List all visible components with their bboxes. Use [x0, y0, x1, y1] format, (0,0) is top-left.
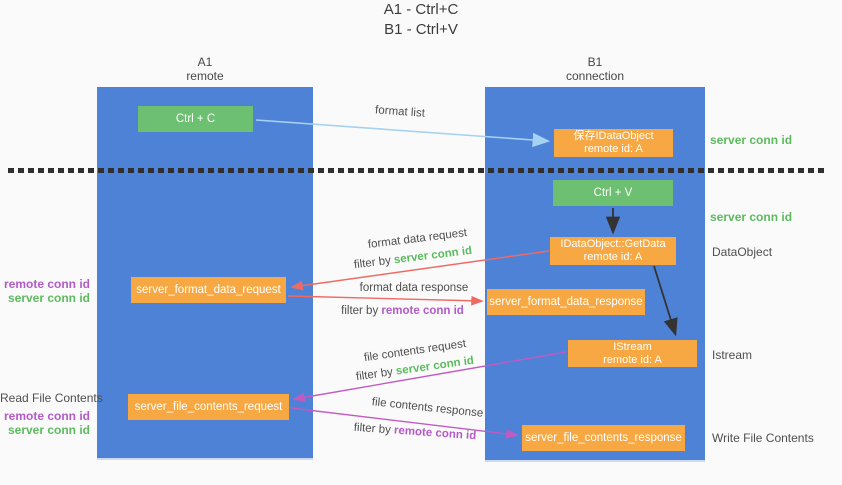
- label-format-list: format list: [374, 104, 426, 120]
- node-idataobject-getdata-line2: remote id: A: [583, 251, 643, 263]
- node-idataobject-getdata-line1: IDataObject::GetData: [560, 238, 666, 250]
- label-istream: Istream: [712, 348, 753, 362]
- node-ctrl-v-label: Ctrl + V: [593, 187, 633, 199]
- node-ctrl-c: Ctrl + C: [138, 106, 253, 132]
- lane-a1-subtitle: remote: [186, 69, 224, 83]
- label-format-data-response: format data response: [359, 282, 469, 294]
- node-save-idataobject: 保存IDataObject remote id: A: [554, 129, 673, 157]
- node-server-file-contents-request-label: server_file_contents_request: [134, 401, 283, 413]
- label-conn-ids-left-2: remote conn id server conn id: [0, 409, 90, 437]
- label-filter-by-server-2-value: server conn id: [395, 354, 475, 378]
- arrow-format-data-response: [287, 295, 484, 306]
- node-server-format-data-request-label: server_format_data_request: [136, 284, 281, 296]
- lane-b1-subtitle: connection: [565, 69, 625, 83]
- label-filter-by-server-2-prefix: filter by: [355, 365, 397, 384]
- node-ctrl-v: Ctrl + V: [553, 180, 673, 206]
- lane-b1-title: B1: [587, 55, 603, 69]
- node-server-format-data-response: server_format_data_response: [487, 289, 645, 315]
- label-file-contents-response: file contents response: [371, 396, 484, 420]
- lane-a1-title: A1: [197, 55, 213, 69]
- label-filter-by-remote-2: filter by remote conn id: [345, 421, 485, 443]
- label-filter-by-server-1-value: server conn id: [393, 244, 473, 267]
- node-server-format-data-request: server_format_data_request: [131, 277, 286, 303]
- title-line-1: A1 - Ctrl+C: [383, 1, 459, 18]
- label-filter-by-remote-2-value: remote conn id: [393, 424, 477, 443]
- node-idataobject-getdata: IDataObject::GetData remote id: A: [550, 237, 676, 265]
- label-server-conn-id-left-1: server conn id: [7, 290, 90, 305]
- label-filter-by-server-1-prefix: filter by: [353, 254, 395, 272]
- dotted-separator: [8, 168, 826, 173]
- lane-a1-header: A1 remote: [97, 55, 313, 83]
- title-line-2: B1 - Ctrl+V: [384, 21, 458, 38]
- diagram-title: A1 - Ctrl+C B1 - Ctrl+V: [0, 0, 842, 40]
- label-conn-ids-left-1: remote conn id server conn id: [0, 277, 90, 305]
- node-istream: IStream remote id: A: [568, 340, 697, 367]
- node-server-file-contents-response-label: server_file_contents_response: [525, 432, 682, 444]
- node-ctrl-c-label: Ctrl + C: [175, 113, 216, 125]
- label-filter-by-remote-1-prefix: filter by: [341, 305, 382, 317]
- label-dataobject: DataObject: [712, 245, 773, 259]
- node-save-idataobject-line2: remote id: A: [584, 143, 643, 155]
- label-read-file-contents: Read File Contents: [0, 391, 103, 405]
- label-filter-by-remote-1: filter by remote conn id: [335, 305, 470, 317]
- label-server-conn-id-mid: server conn id: [710, 210, 793, 224]
- label-filter-by-remote-1-value: remote conn id: [381, 305, 464, 317]
- label-filter-by-remote-2-prefix: filter by: [353, 421, 395, 437]
- node-save-idataobject-line1: 保存IDataObject: [573, 130, 654, 142]
- node-istream-line1: IStream: [613, 340, 652, 353]
- node-server-file-contents-response: server_file_contents_response: [522, 425, 685, 451]
- label-remote-conn-id-1: remote conn id: [3, 277, 90, 291]
- label-server-conn-id-top: server conn id: [710, 133, 793, 147]
- node-istream-line2: remote id: A: [603, 353, 662, 366]
- label-remote-conn-id-2: remote conn id: [3, 409, 90, 423]
- node-server-format-data-response-label: server_format_data_response: [489, 296, 643, 308]
- lane-b1-header: B1 connection: [485, 55, 705, 83]
- node-server-file-contents-request: server_file_contents_request: [128, 394, 289, 420]
- label-write-file-contents: Write File Contents: [712, 431, 814, 445]
- label-server-conn-id-left-2: server conn id: [7, 422, 90, 437]
